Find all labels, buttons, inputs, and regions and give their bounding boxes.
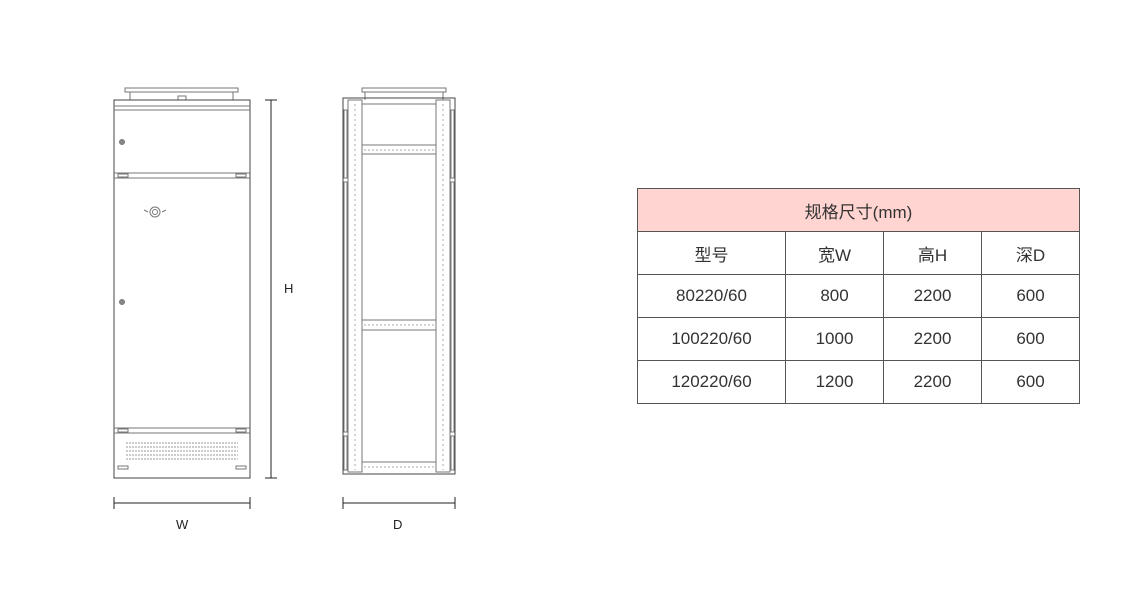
cell-depth: 600 <box>981 274 1080 318</box>
header-width: 宽W <box>785 231 884 275</box>
depth-dimension <box>342 497 456 509</box>
table-row: 100220/60 1000 2200 600 <box>637 317 1080 361</box>
table-title: 规格尺寸(mm) <box>637 188 1080 232</box>
table-row: 80220/60 800 2200 600 <box>637 274 1080 318</box>
cabinet-drawing <box>113 87 456 509</box>
cell-model: 100220/60 <box>637 317 786 361</box>
table-row: 120220/60 1200 2200 600 <box>637 360 1080 404</box>
cell-depth: 600 <box>981 360 1080 404</box>
cell-width: 1000 <box>785 317 884 361</box>
cell-model: 80220/60 <box>637 274 786 318</box>
cell-height: 2200 <box>883 360 982 404</box>
header-model: 型号 <box>637 231 786 275</box>
cell-height: 2200 <box>883 274 982 318</box>
cell-depth: 600 <box>981 317 1080 361</box>
height-label: H <box>284 281 294 296</box>
cell-width: 800 <box>785 274 884 318</box>
table-header-row: 型号 宽W 高H 深D <box>637 231 1080 275</box>
side-view <box>342 87 456 475</box>
cell-height: 2200 <box>883 317 982 361</box>
front-view <box>113 87 251 479</box>
height-dimension <box>265 99 277 479</box>
header-depth: 深D <box>981 231 1080 275</box>
cell-width: 1200 <box>785 360 884 404</box>
table-title-row: 规格尺寸(mm) <box>637 188 1080 232</box>
width-label: W <box>176 517 189 532</box>
width-dimension <box>113 497 251 509</box>
cell-model: 120220/60 <box>637 360 786 404</box>
spec-table: 规格尺寸(mm) 型号 宽W 高H 深D 80220/60 800 2200 6… <box>637 188 1080 404</box>
header-height: 高H <box>883 231 982 275</box>
depth-label: D <box>393 517 403 532</box>
